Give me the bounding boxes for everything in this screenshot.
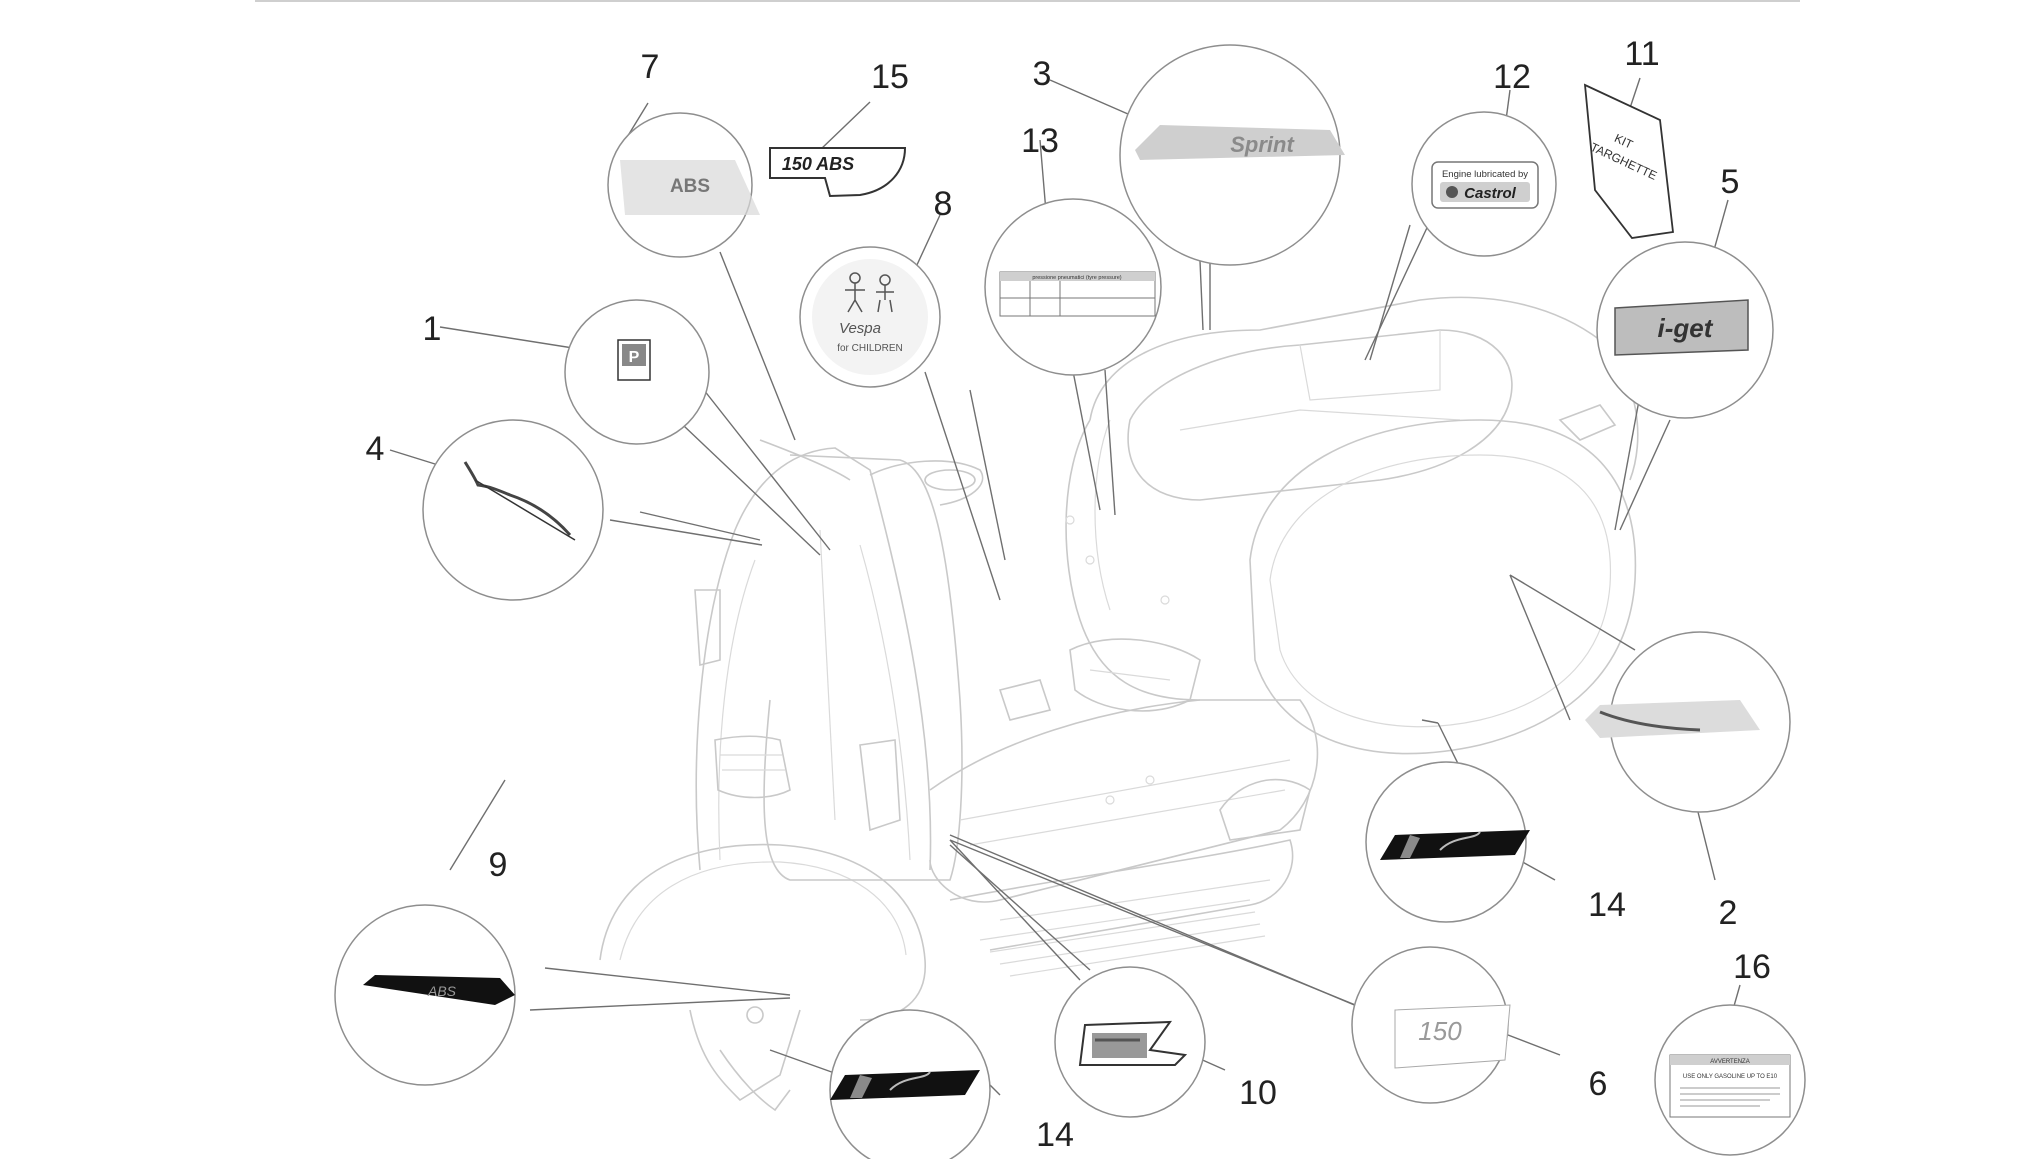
callout-number-3: 3 bbox=[1033, 55, 1052, 93]
svg-text:P: P bbox=[629, 349, 640, 366]
decal-abs-text: ABS bbox=[670, 176, 710, 197]
callout-circle-16: AVVERTENZA USE ONLY GASOLINE UP TO E10 bbox=[1654, 1004, 1806, 1156]
callout-circle-10 bbox=[1054, 966, 1206, 1118]
callout-number-4: 4 bbox=[366, 430, 385, 468]
callout-circle-2 bbox=[1585, 631, 1791, 813]
decal-vespa-text: Vespa bbox=[839, 320, 881, 337]
callout-circle-8: Vespa for CHILDREN bbox=[799, 246, 941, 388]
callout-number-2: 2 bbox=[1719, 894, 1738, 932]
callout-circle-14-bottom bbox=[829, 1009, 991, 1159]
fuel-warning-title: AVVERTENZA bbox=[1710, 1059, 1749, 1065]
callout-circle-9: ABS bbox=[334, 904, 516, 1086]
callout-decal-15: 150 ABS bbox=[769, 147, 907, 198]
castrol-line1: Engine lubricated by bbox=[1442, 169, 1528, 180]
callout-number-7: 7 bbox=[641, 48, 660, 86]
callout-number-5: 5 bbox=[1721, 163, 1740, 201]
callout-circle-1: P bbox=[564, 299, 710, 445]
castrol-line2: Castrol bbox=[1464, 185, 1517, 202]
callout-number-6: 6 bbox=[1589, 1065, 1608, 1103]
decal-150abs-text: 150 ABS bbox=[782, 154, 854, 174]
callout-number-14-bottom: 14 bbox=[1036, 1116, 1074, 1154]
callout-number-15: 15 bbox=[871, 58, 909, 96]
callout-number-9: 9 bbox=[489, 846, 508, 884]
callout-circle-14-right bbox=[1365, 761, 1530, 923]
kit-targhette-bag: KIT TARGHETTE bbox=[1583, 83, 1674, 239]
decal-abs-side-text: ABS bbox=[427, 983, 457, 999]
decal-iget-text: i-get bbox=[1658, 313, 1714, 343]
callout-circle-13: pressione pneumatici (tyre pressure) bbox=[984, 198, 1162, 376]
callout-number-13: 13 bbox=[1021, 122, 1059, 160]
callout-number-1: 1 bbox=[423, 310, 442, 348]
decal-sprint-text: Sprint bbox=[1230, 132, 1295, 157]
callout-number-10: 10 bbox=[1239, 1074, 1277, 1112]
callout-circle-4 bbox=[422, 419, 604, 601]
decal-150-text: 150 bbox=[1418, 1016, 1462, 1046]
callout-circle-5: i-get bbox=[1596, 241, 1774, 419]
callout-numbers: 7 15 3 12 11 13 8 5 1 4 9 14 2 16 6 10 1… bbox=[366, 35, 1771, 1154]
decal-for-children-text: for CHILDREN bbox=[837, 343, 903, 354]
callout-circle-3: Sprint bbox=[1119, 44, 1345, 266]
callout-number-12: 12 bbox=[1493, 58, 1531, 96]
callout-number-8: 8 bbox=[934, 185, 953, 223]
fuel-warning-line: USE ONLY GASOLINE UP TO E10 bbox=[1683, 1074, 1778, 1080]
callout-circle-7: ABS bbox=[607, 112, 760, 258]
callout-number-16: 16 bbox=[1733, 948, 1771, 986]
callout-circle-6: 150 bbox=[1351, 946, 1511, 1104]
tyre-label-title: pressione pneumatici (tyre pressure) bbox=[1032, 275, 1121, 281]
callout-number-14-right: 14 bbox=[1588, 886, 1626, 924]
callout-circle-12: Engine lubricated by Castrol bbox=[1411, 111, 1557, 257]
callout-number-11: 11 bbox=[1624, 35, 1659, 73]
